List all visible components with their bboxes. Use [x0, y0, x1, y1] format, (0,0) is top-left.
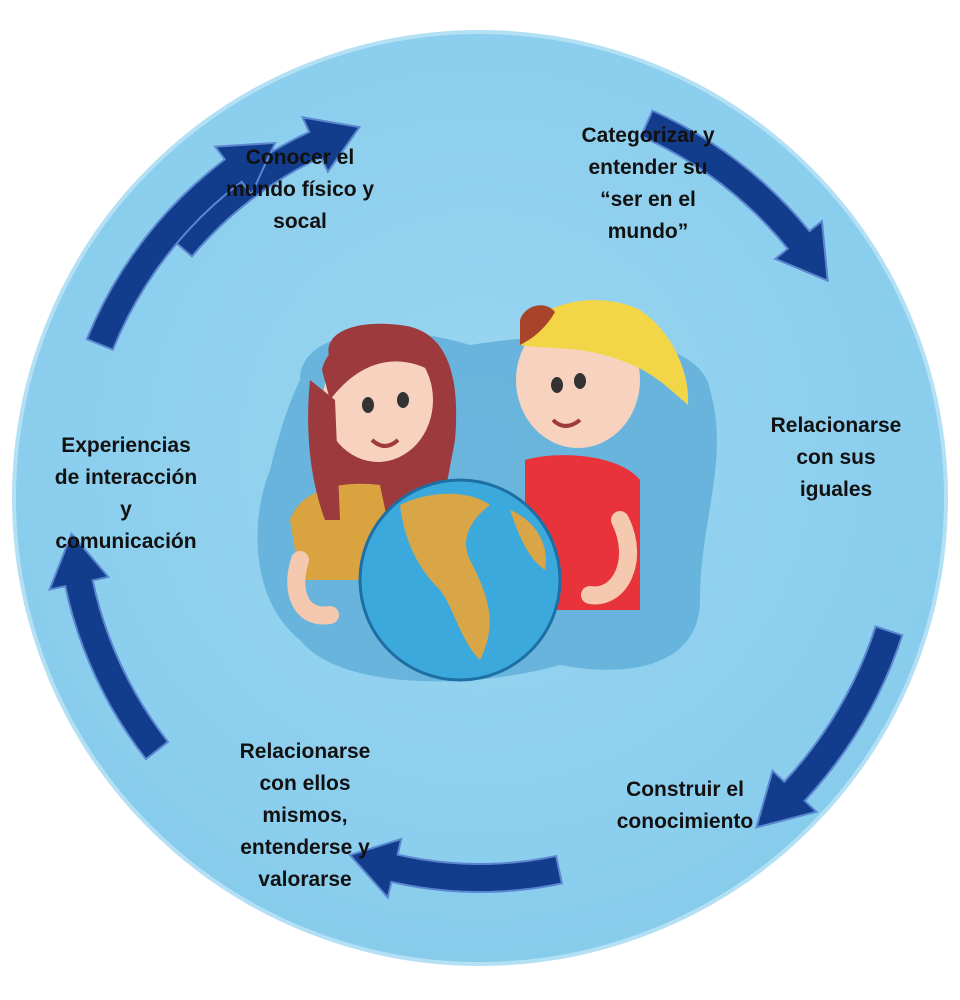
cycle-arrows [48, 109, 904, 900]
boy-figure [516, 300, 689, 610]
node-label-experiencias: Experiencias de interacción y comunicaci… [54, 434, 198, 553]
node-label-relacionarse-ellos-mismos: Relacionarse con ellos mismos, entenders… [239, 740, 371, 891]
children-globe-illustration [257, 300, 717, 682]
arrow-lower-right-icon [754, 625, 904, 829]
node-label-conocer-mundo: Conocer el mundo físico y socal [225, 146, 375, 233]
arrow-bottom-icon [348, 837, 564, 900]
arrow-upper-right-icon [639, 109, 829, 283]
node-label-construir-conocimiento: Construir el conocimiento [616, 778, 754, 833]
globe-icon [358, 478, 562, 682]
girl-figure [287, 323, 457, 625]
node-label-relacionarse-iguales: Relacionarse con sus iguales [770, 414, 902, 501]
node-label-categorizar: Categorizar y entender su “ser en el mun… [581, 124, 715, 243]
arrow-lower-left-icon [48, 531, 170, 761]
arrow-upper-left-icon [85, 141, 277, 351]
